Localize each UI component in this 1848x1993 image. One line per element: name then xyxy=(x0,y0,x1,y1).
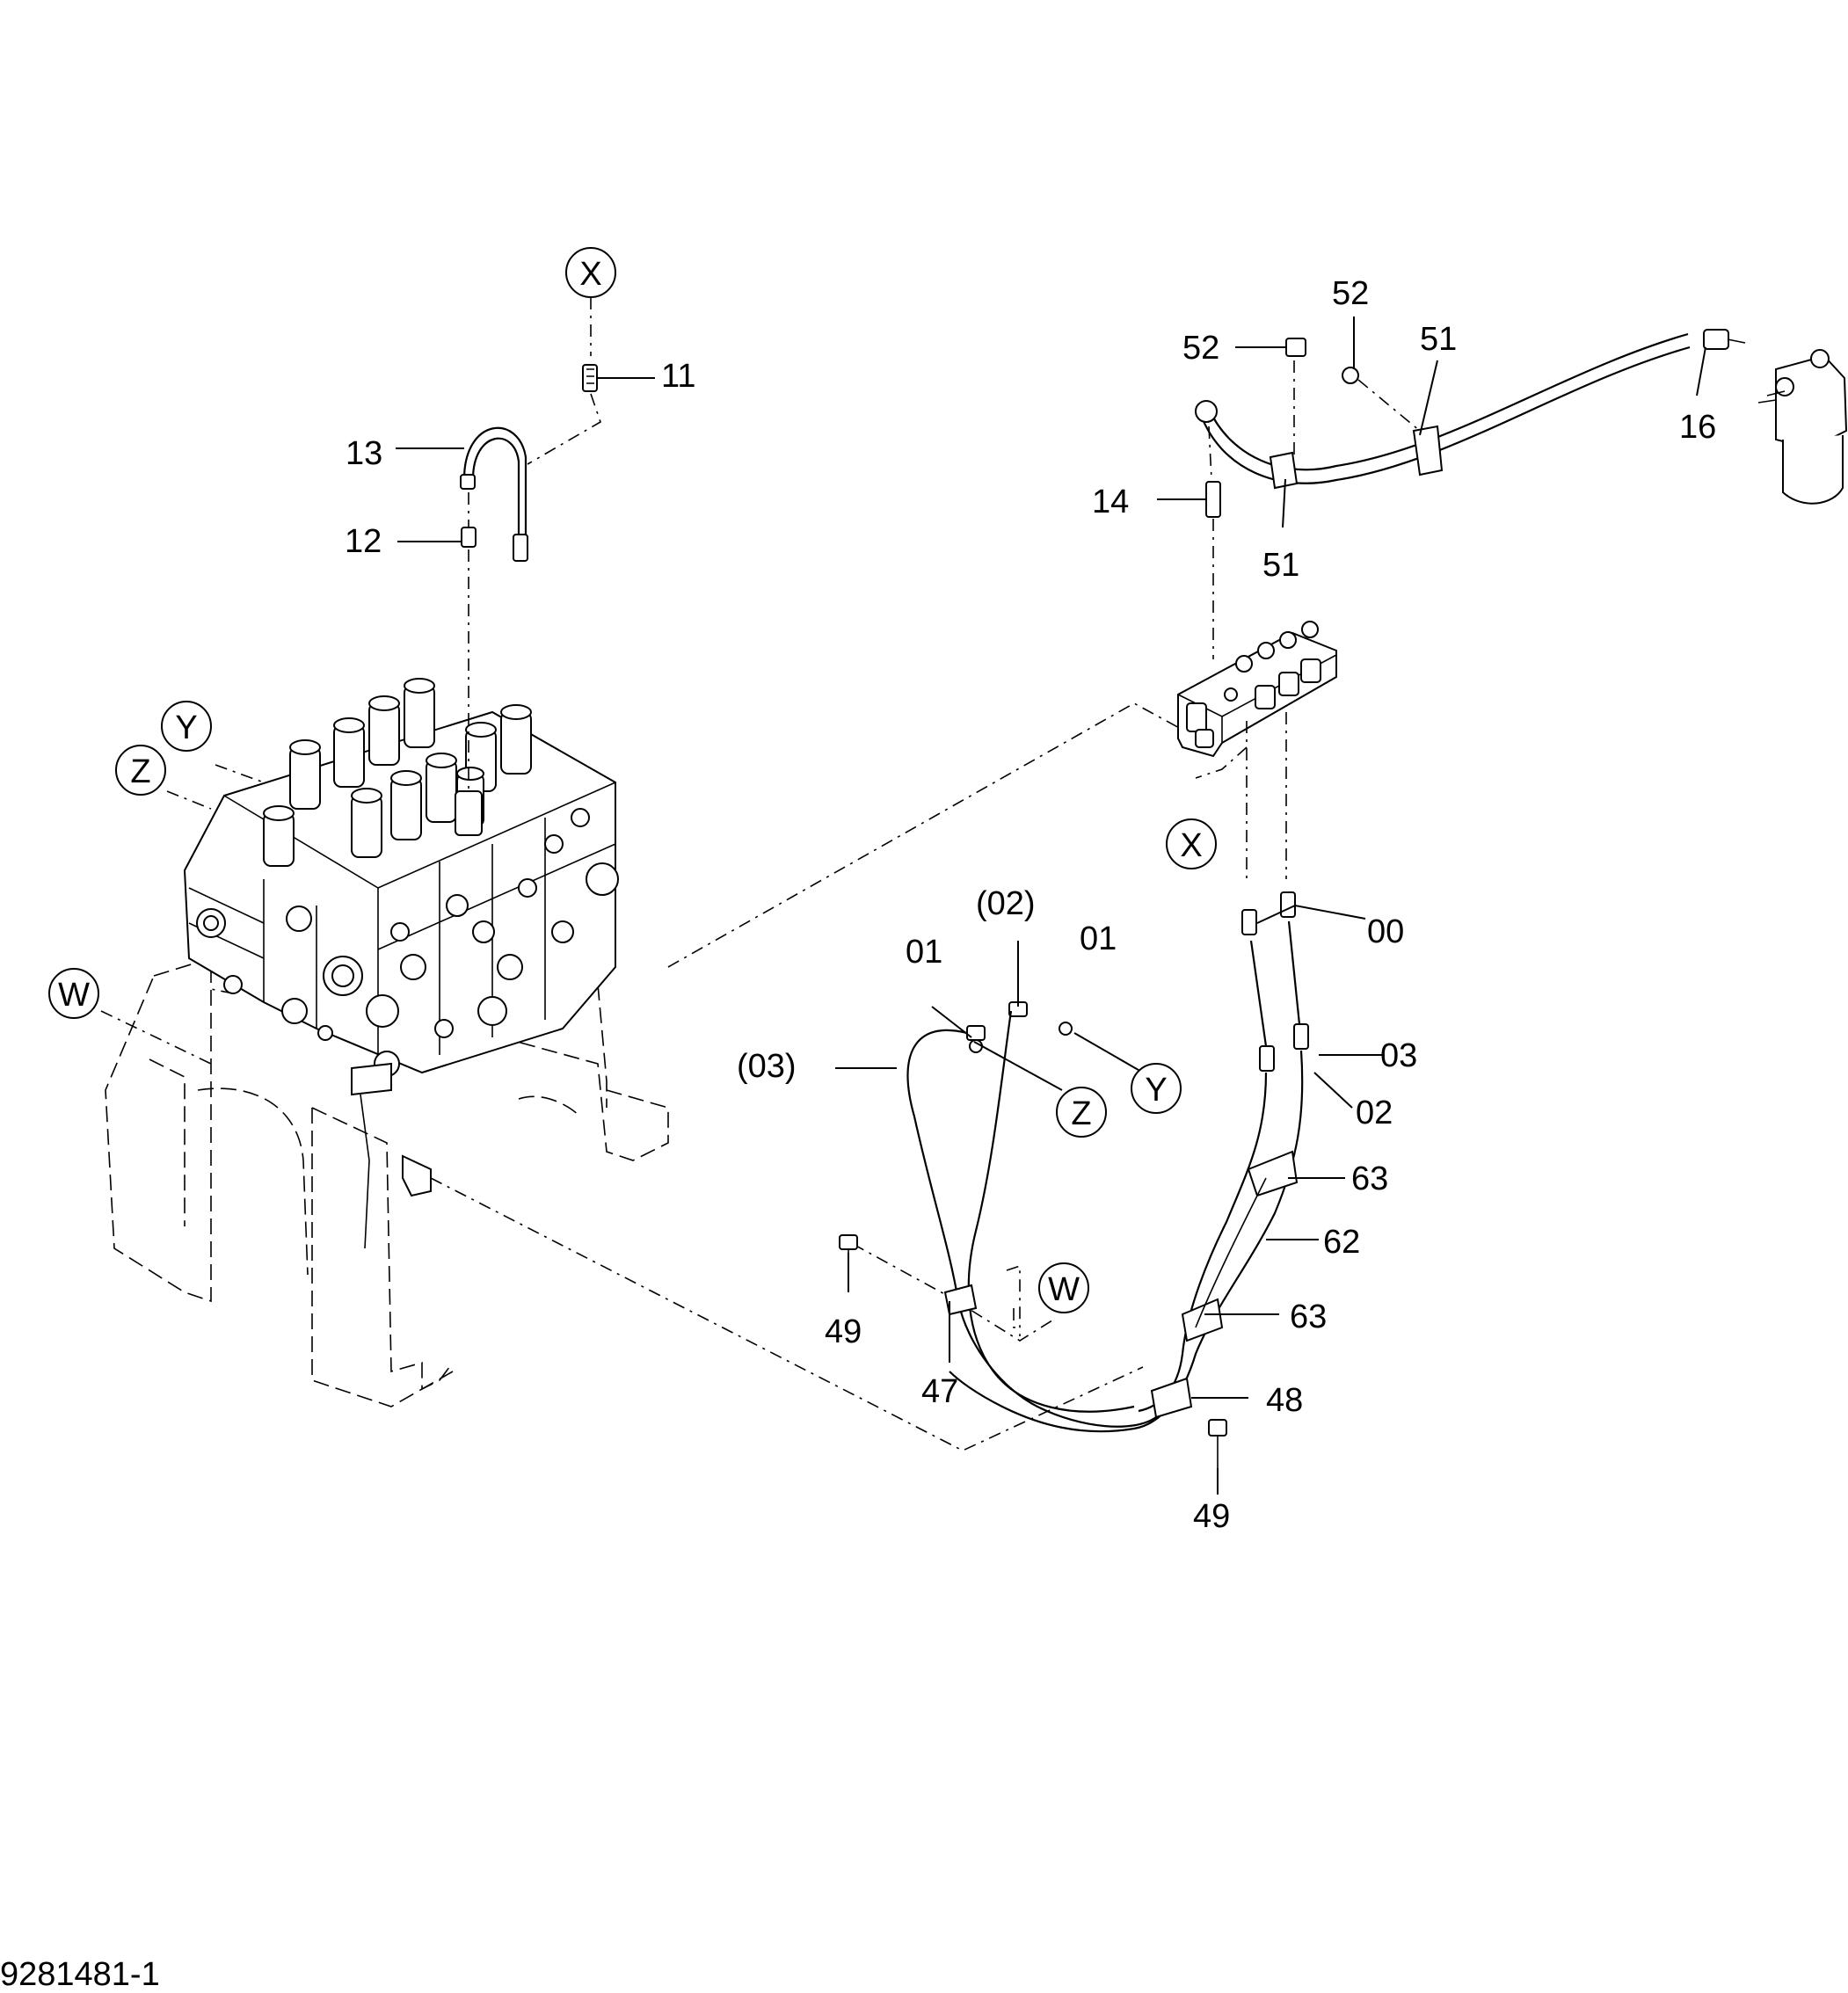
part-label-63-bottom: 63 xyxy=(1290,1298,1327,1335)
filter-icon xyxy=(1757,349,1848,505)
leader-lines xyxy=(396,316,1706,1495)
callout-w-left: W xyxy=(48,968,99,1019)
part-label-13: 13 xyxy=(346,435,382,472)
part-label-03: 03 xyxy=(1380,1037,1417,1074)
part-label-48: 48 xyxy=(1266,1382,1303,1419)
pilot-valve-block xyxy=(1177,621,1337,879)
svg-text:Z: Z xyxy=(1071,1095,1091,1132)
svg-text:Y: Y xyxy=(175,709,197,746)
callout-x-right: X xyxy=(1166,818,1217,869)
part-labels: 11 13 12 52 52 51 16 14 51 00 03 02 63 6… xyxy=(345,275,1716,1535)
svg-text:X: X xyxy=(579,256,601,293)
filter-hose-assembly xyxy=(1195,329,1848,659)
part-label-01-right: 01 xyxy=(1080,920,1117,957)
part-label-02-paren: (02) xyxy=(976,885,1036,922)
spool-caps xyxy=(263,678,532,867)
valve-ports xyxy=(196,808,619,1077)
part-label-49-left: 49 xyxy=(825,1313,862,1350)
callout-y-left: Y xyxy=(161,701,212,752)
part-label-47: 47 xyxy=(921,1373,958,1410)
control-valve-assembly xyxy=(105,678,669,1407)
part-label-16: 16 xyxy=(1679,409,1716,446)
part-label-01-left: 01 xyxy=(906,934,942,971)
part-label-52-top: 52 xyxy=(1332,275,1369,312)
right-hose-assembly xyxy=(839,891,1309,1477)
callout-z-left: Z xyxy=(115,745,166,796)
callout-w-right: W xyxy=(1038,1262,1089,1313)
part-label-12: 12 xyxy=(345,523,382,560)
part-label-03-paren: (03) xyxy=(737,1048,797,1085)
svg-text:X: X xyxy=(1180,827,1202,864)
part-label-02: 02 xyxy=(1356,1095,1393,1131)
svg-text:W: W xyxy=(58,977,90,1014)
part-label-52-left: 52 xyxy=(1182,330,1219,367)
part-label-00: 00 xyxy=(1367,913,1404,950)
pilot-line-fittings-left xyxy=(455,297,601,836)
part-label-11: 11 xyxy=(661,358,695,395)
callout-z-right: Z xyxy=(1056,1087,1107,1138)
part-label-62: 62 xyxy=(1323,1224,1360,1261)
svg-text:W: W xyxy=(1048,1271,1080,1308)
part-label-49-right: 49 xyxy=(1193,1498,1230,1535)
document-id: 9281481-1 xyxy=(0,1956,160,1993)
callout-x-top: X xyxy=(565,247,616,298)
part-label-63-top: 63 xyxy=(1351,1160,1388,1197)
part-label-14: 14 xyxy=(1092,484,1129,520)
connection-lines xyxy=(100,702,1183,1451)
callout-y-right: Y xyxy=(1131,1063,1182,1114)
part-label-51-top: 51 xyxy=(1420,321,1457,358)
svg-text:Y: Y xyxy=(1145,1072,1167,1109)
part-label-51-bottom: 51 xyxy=(1262,547,1299,584)
svg-text:Z: Z xyxy=(130,753,150,790)
